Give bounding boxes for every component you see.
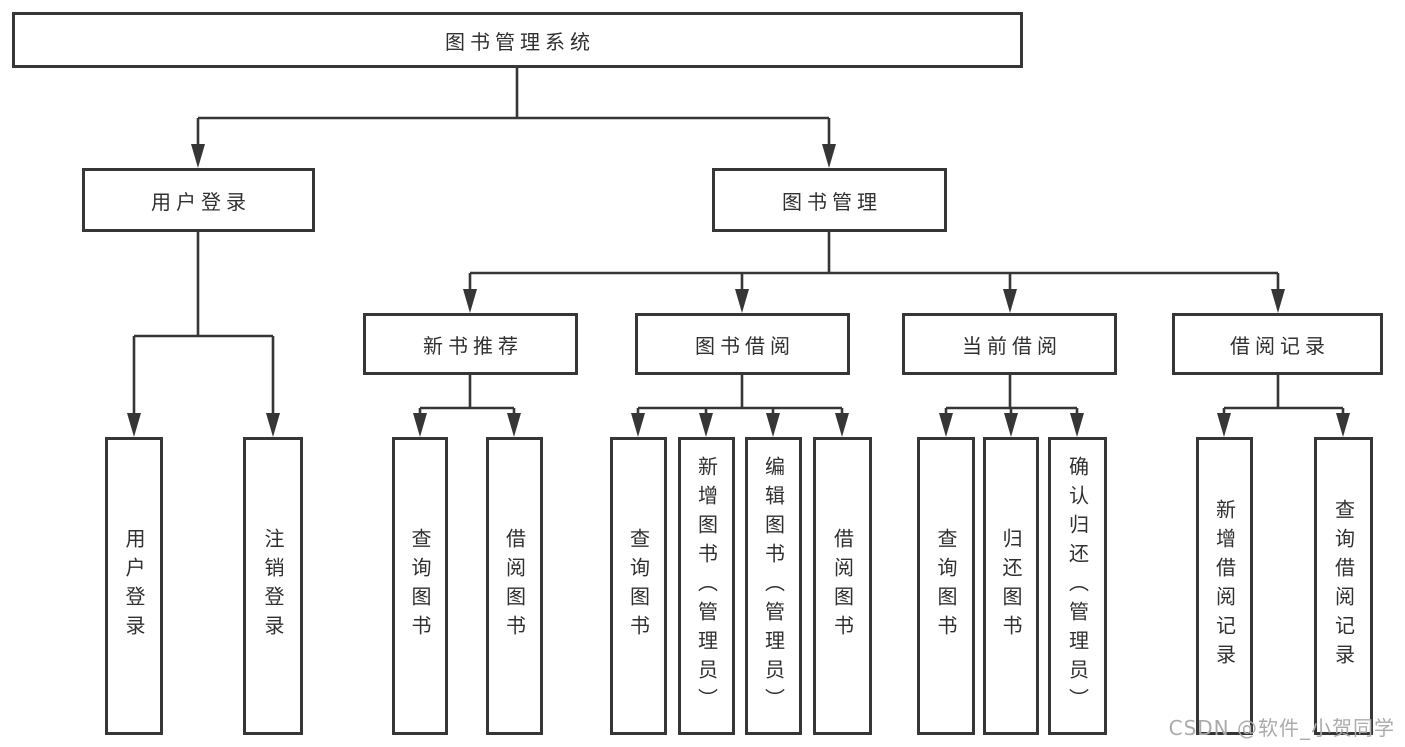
node-book-borrowing-label: 图书借阅 <box>695 333 795 358</box>
node-library-system: 图书管理系统 <box>12 12 1023 68</box>
leaf-query-borrow-record-label: 查询借阅记录 <box>1331 499 1356 673</box>
leaf-borrowing-borrow-books: 借阅图书 <box>813 437 872 735</box>
node-book-management: 图书管理 <box>712 168 947 232</box>
leaf-return-books-label: 归还图书 <box>999 528 1023 644</box>
csdn-watermark: CSDN @软件_小贺同学 <box>1168 716 1395 740</box>
node-book-management-label: 图书管理 <box>782 189 882 214</box>
leaf-confirm-return-admin: 确认归还（管理员） <box>1048 437 1107 735</box>
leaf-newbook-borrow-books: 借阅图书 <box>486 437 543 735</box>
leaf-add-books-admin: 新增图书（管理员） <box>678 437 735 735</box>
leaf-newbook-query-books: 查询图书 <box>392 437 448 735</box>
leaf-add-books-admin-label: 新增图书（管理员） <box>694 455 719 717</box>
leaf-current-query-books: 查询图书 <box>917 437 975 735</box>
node-new-book-recommend: 新书推荐 <box>363 313 578 375</box>
node-user-login-label: 用户登录 <box>151 189 251 214</box>
leaf-borrowing-query-books-label: 查询图书 <box>626 528 651 644</box>
node-borrowing-records-label: 借阅记录 <box>1230 333 1330 358</box>
node-new-book-recommend-label: 新书推荐 <box>423 333 523 358</box>
leaf-newbook-borrow-books-label: 借阅图书 <box>502 528 527 644</box>
leaf-current-query-books-label: 查询图书 <box>934 528 958 644</box>
leaf-add-borrow-record-label: 新增借阅记录 <box>1212 499 1237 673</box>
leaf-user-login-label: 用户登录 <box>122 528 146 644</box>
node-user-login: 用户登录 <box>82 168 315 232</box>
leaf-add-borrow-record: 新增借阅记录 <box>1196 437 1253 735</box>
leaf-newbook-query-books-label: 查询图书 <box>408 528 432 644</box>
node-borrowing-records: 借阅记录 <box>1172 313 1383 375</box>
node-book-borrowing: 图书借阅 <box>635 313 850 375</box>
leaf-confirm-return-admin-label: 确认归还（管理员） <box>1065 455 1090 717</box>
node-current-borrowing: 当前借阅 <box>902 313 1117 375</box>
leaf-query-borrow-record: 查询借阅记录 <box>1314 437 1373 735</box>
leaf-edit-books-admin: 编辑图书（管理员） <box>745 437 802 735</box>
leaf-edit-books-admin-label: 编辑图书（管理员） <box>761 455 786 717</box>
leaf-logout-label: 注销登录 <box>261 528 285 644</box>
node-current-borrowing-label: 当前借阅 <box>962 333 1062 358</box>
leaf-borrowing-query-books: 查询图书 <box>610 437 667 735</box>
node-library-system-label: 图书管理系统 <box>445 29 595 54</box>
leaf-borrowing-borrow-books-label: 借阅图书 <box>830 528 855 644</box>
leaf-logout: 注销登录 <box>243 437 303 735</box>
leaf-return-books: 归还图书 <box>983 437 1039 735</box>
leaf-user-login: 用户登录 <box>105 437 163 735</box>
arrowheads <box>127 144 1350 437</box>
